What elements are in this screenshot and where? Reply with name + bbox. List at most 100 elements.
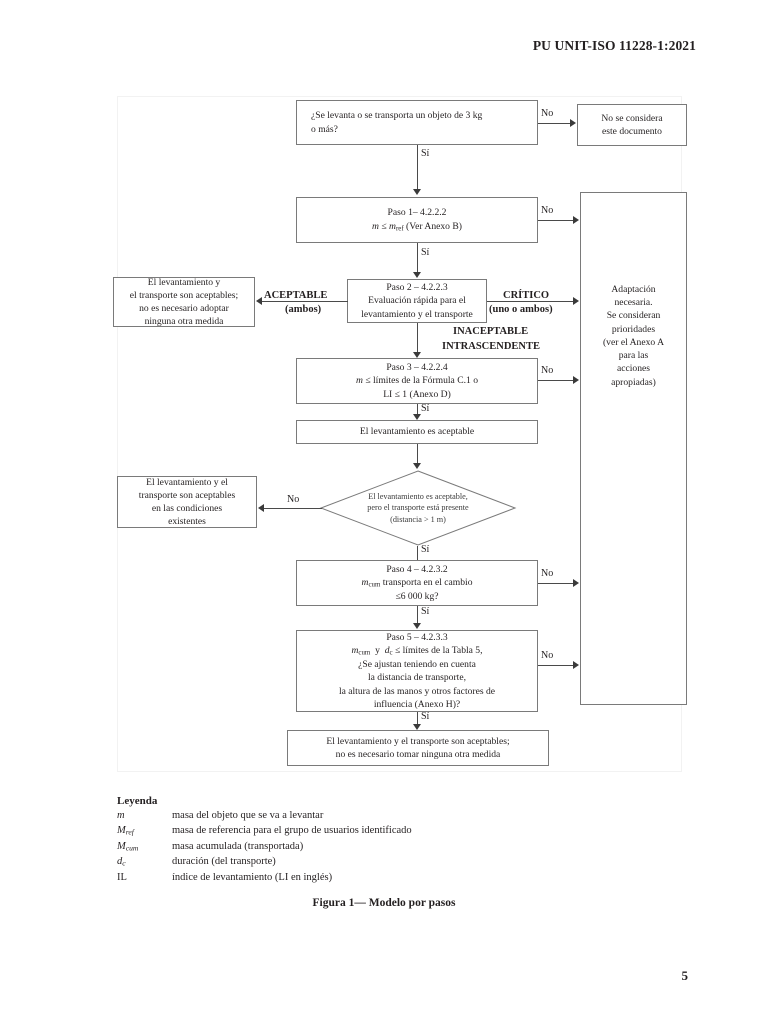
step4-line2: mcum transporta en el cambio [361, 576, 473, 589]
adaptation-line6: para las [618, 350, 649, 362]
edge-label-inaceptable: INACEPTABLE [453, 326, 529, 337]
arrow-step2-to-acceptable-both [256, 297, 262, 305]
node-final-acceptable: El levantamiento y el transporte son ace… [287, 730, 549, 766]
not-considered-line2: este documento [602, 126, 662, 137]
edge-step3-to-lifting-acceptable [417, 404, 418, 417]
legend-symbol: m [117, 810, 125, 821]
arrow-step4-to-step5 [413, 623, 421, 629]
step2-line3: levantamiento y el transporte [361, 308, 473, 320]
arrow-step3-to-lifting-acceptable [413, 414, 421, 420]
legend-definition: índice de levantamiento (LI en inglés) [172, 871, 333, 883]
arrow-step1-to-step2 [413, 272, 421, 278]
edge-diamond-to-step4 [417, 546, 418, 568]
legend-definition: masa de referencia para el grupo de usua… [172, 825, 412, 837]
edge-label-no-diamond: No [287, 494, 300, 505]
step4-line3: ≤6 000 kg? [395, 591, 439, 603]
page-number: 5 [681, 968, 689, 983]
edge-lifting-acceptable-to-diamond [417, 444, 418, 466]
figure-caption: Figura 1— Modelo por pasos [312, 897, 456, 909]
step1-line2: m ≤ mref (Ver Anexo B) [372, 220, 462, 233]
acceptable-existing-line3: en las condiciones [151, 503, 223, 514]
edge-step2-to-adaptation [487, 301, 574, 302]
arrow-step5-to-final [413, 724, 421, 730]
final-acceptable-line1: El levantamiento y el transporte son ace… [326, 735, 510, 747]
edge-label-no-start: No [541, 108, 554, 119]
acceptable-both-line1: El levantamiento y [147, 276, 221, 288]
arrow-lifting-acceptable-to-diamond [413, 463, 421, 469]
node-acceptable-both: El levantamiento y el transporte son ace… [113, 277, 255, 327]
legend-row: Mcum masa acumulada (transportada) [117, 839, 412, 854]
node-step1: Paso 1– 4.2.2.2 m ≤ mref (Ver Anexo B) [296, 197, 538, 243]
legend-symbol: Mcum [117, 840, 139, 853]
edge-label-inaceptable-sub: INTRASCENDENTE [442, 341, 541, 352]
edge-start-to-step1 [417, 145, 418, 193]
edge-step1-to-step2 [417, 243, 418, 276]
transport-decision-line1: El levantamiento es aceptable, [368, 491, 468, 501]
legend-definition: duración (del transporte) [172, 856, 276, 868]
edge-step1-to-adaptation [538, 220, 574, 221]
legend-definition: masa acumulada (transportada) [172, 840, 304, 852]
arrow-step4-to-adaptation [573, 579, 579, 587]
step4-line1: Paso 4 – 4.2.3.2 [386, 563, 448, 575]
final-acceptable-line2: no es necesario tomar ninguna otra medid… [335, 749, 501, 760]
step5-line1: Paso 5 – 4.2.3.3 [386, 631, 448, 643]
step2-line1: Paso 2 – 4.2.2.3 [386, 282, 448, 294]
node-acceptable-existing-conditions: El levantamiento y el transporte son ace… [117, 476, 257, 528]
legend-definition: masa del objeto que se va a levantar [172, 810, 324, 821]
arrow-step2-to-step3 [413, 352, 421, 358]
document-header: PU UNIT-ISO 11228-1:2021 [532, 38, 696, 53]
legend-symbol: Mref [117, 825, 134, 838]
edge-label-si-start: Sí [421, 148, 430, 159]
acceptable-existing-line4: existentes [168, 516, 206, 528]
legend-row: Mref masa de referencia para el grupo de… [117, 823, 412, 838]
arrow-start-to-step1 [413, 189, 421, 195]
adaptation-line1: Adaptación [611, 284, 656, 295]
step3-line1: Paso 3 – 4.2.2.4 [386, 362, 448, 374]
edge-step3-to-adaptation [538, 380, 574, 381]
step5-line5: la altura de las manos y otros factores … [338, 685, 496, 697]
acceptable-existing-line1: El levantamiento y el [146, 476, 228, 488]
step5-line2: mcum y dc ≤ límites de la Tabla 5, [351, 645, 483, 657]
step3-line2: m ≤ límites de la Fórmula C.1 o [356, 375, 478, 387]
edge-step4-to-step5 [417, 606, 418, 626]
node-not-considered: No se considera este documento [577, 104, 687, 146]
acceptable-both-line2: el transporte son aceptables; [129, 289, 239, 301]
node-transport-decision: El levantamiento es aceptable, pero el t… [319, 470, 517, 546]
node-lifting-acceptable: El levantamiento es aceptable [296, 420, 538, 444]
transport-decision-line2: pero el transporte está presente [367, 503, 469, 513]
edge-label-no-step5: No [541, 650, 554, 661]
node-step5: Paso 5 – 4.2.3.3 mcum y dc ≤ límites de … [296, 630, 538, 712]
transport-decision-line3: (distancia > 1 m) [390, 514, 446, 524]
adaptation-line2: necesaria. [614, 297, 653, 309]
start-question-line1: ¿Se levanta o se transporta un objeto de… [311, 110, 483, 122]
node-step3: Paso 3 – 4.2.2.4 m ≤ límites de la Fórmu… [296, 358, 538, 404]
edge-label-aceptable: ACEPTABLE [264, 290, 328, 301]
acceptable-existing-line2: transporte son aceptables [138, 489, 236, 501]
adaptation-line7: acciones [616, 363, 651, 375]
edge-label-no-step3: No [541, 365, 554, 376]
legend-row: m masa del objeto que se va a levantar [117, 808, 412, 823]
legend-row: IL índice de levantamiento (LI en inglés… [117, 870, 412, 885]
step5-line6: influencia (Anexo H)? [373, 698, 461, 710]
edge-step5-to-final [417, 712, 418, 728]
edge-label-si-step3: Sí [421, 403, 430, 414]
edge-label-no-step1: No [541, 205, 554, 216]
legend-symbol: IL [117, 871, 127, 883]
acceptable-both-line3: no es necesario adoptar [139, 303, 229, 314]
not-considered-line1: No se considera [601, 112, 663, 124]
legend-row: dc duración (del transporte) [117, 854, 412, 869]
diamond-shape [319, 470, 517, 546]
step5-line4: la distancia de transporte, [367, 672, 467, 684]
legend-symbol: dc [117, 856, 126, 868]
node-adaptation-required: Adaptación necesaria. Se consideran prio… [580, 192, 687, 705]
arrow-start-to-not-considered [570, 119, 576, 127]
start-question-line2: o más? [311, 123, 338, 135]
edge-label-aceptable-sub: (ambos) [285, 304, 322, 315]
edge-start-to-not-considered [538, 123, 571, 124]
arrow-step1-to-adaptation [573, 216, 579, 224]
edge-step4-to-adaptation [538, 583, 574, 584]
edge-label-critico: CRÍTICO [503, 290, 550, 301]
edge-step2-to-step3 [417, 323, 418, 356]
node-start-question: ¿Se levanta o se transporta un objeto de… [296, 100, 538, 145]
